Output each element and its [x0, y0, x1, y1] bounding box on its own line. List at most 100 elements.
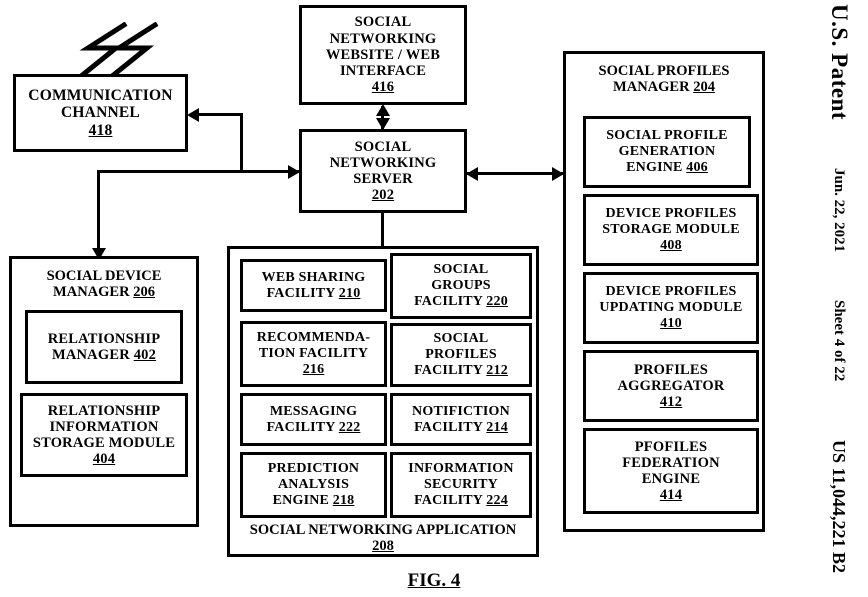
- arrow-down-to-server: [376, 118, 390, 130]
- infosec-line-1: INFORMATION: [408, 461, 514, 477]
- node-device-profiles-storage-module[interactable]: DEVICE PROFILES STORAGE MODULE 408: [583, 194, 759, 266]
- dpum-line-2: UPDATING MODULE: [599, 300, 743, 316]
- infosec-line-2: SECURITY: [424, 477, 498, 493]
- relationship-manager-line-2: MANAGER 402: [51, 347, 157, 363]
- website-line-3: WEBSITE / WEB: [325, 46, 441, 63]
- node-information-security-facility[interactable]: INFORMATION SECURITY FACILITY 224: [390, 452, 532, 518]
- relationship-storage-line-1: RELATIONSHIP: [47, 402, 161, 419]
- federation-line-2: FEDERATION: [622, 454, 720, 471]
- node-profiles-federation-engine[interactable]: PFOFILES FEDERATION ENGINE 414: [583, 428, 759, 514]
- social-profiles-ref: 212: [486, 362, 508, 378]
- relationship-manager-line-1: RELATIONSHIP: [47, 330, 161, 347]
- social-groups-line-3: FACILITY 220: [414, 293, 508, 309]
- notification-line-1: NOTIFICTION: [412, 403, 510, 419]
- node-social-groups-facility[interactable]: SOCIAL GROUPS FACILITY 220: [390, 253, 532, 319]
- social-device-manager-title: SOCIAL DEVICE MANAGER 206: [12, 268, 196, 300]
- federation-line-1: PFOFILES: [634, 438, 708, 455]
- dpsm-line-2: STORAGE MODULE: [602, 222, 740, 238]
- server-ref: 202: [371, 187, 395, 204]
- dpum-line-1: DEVICE PROFILES: [605, 284, 737, 300]
- figure-label: FIG. 4: [0, 570, 868, 592]
- server-line-2: NETWORKING: [329, 154, 437, 171]
- spge-line-3: ENGINE 406: [626, 159, 708, 175]
- connector-riser-to-channel: [240, 113, 243, 173]
- connector-server-application: [381, 212, 384, 248]
- node-social-networking-application[interactable]: WEB SHARING FACILITY 210 SOCIAL GROUPS F…: [227, 246, 539, 557]
- spge-line-2: GENERATION: [618, 144, 716, 160]
- communication-channel-line-2: CHANNEL: [61, 104, 140, 122]
- recommendation-line-1: RECOMMENDA-: [256, 330, 371, 346]
- node-prediction-analysis-engine[interactable]: PREDICTION ANALYSIS ENGINE 218: [240, 452, 387, 518]
- profiles-manager-ref: 204: [693, 79, 715, 96]
- connector-website-server: [381, 106, 384, 129]
- device-manager-title-line-2: MANAGER 206: [53, 284, 155, 301]
- messaging-ref: 222: [338, 419, 361, 435]
- recommendation-line-2: TION FACILITY: [258, 346, 369, 362]
- wireless-signal-icon: [76, 22, 159, 80]
- federation-line-3: ENGINE: [641, 471, 701, 487]
- arrow-up-to-website: [376, 104, 390, 116]
- connector-drop-to-device-manager: [97, 170, 100, 252]
- connector-trunk-horizontal: [97, 170, 299, 173]
- aggregator-ref: 412: [659, 394, 683, 411]
- connector-server-profiles-manager: [467, 172, 564, 175]
- device-manager-title-line-1: SOCIAL DEVICE: [46, 268, 162, 284]
- node-web-sharing-facility[interactable]: WEB SHARING FACILITY 210: [240, 259, 387, 312]
- infosec-line-3: FACILITY 224: [414, 492, 508, 508]
- node-notification-facility[interactable]: NOTIFICTION FACILITY 214: [390, 393, 532, 446]
- federation-ref: 414: [659, 487, 683, 504]
- prediction-line-3: ENGINE 218: [272, 492, 355, 508]
- aggregator-line-2: AGGREGATOR: [617, 377, 725, 394]
- node-social-networking-server[interactable]: SOCIAL NETWORKING SERVER 202: [299, 129, 467, 213]
- messaging-line-2: FACILITY 222: [266, 419, 361, 435]
- website-line-1: SOCIAL: [354, 14, 412, 31]
- arrow-left-into-channel: [187, 108, 199, 122]
- node-relationship-information-storage-module[interactable]: RELATIONSHIP INFORMATION STORAGE MODULE …: [20, 393, 188, 477]
- messaging-line-1: MESSAGING: [269, 403, 358, 419]
- device-manager-ref: 206: [133, 284, 155, 301]
- website-line-2: NETWORKING: [329, 30, 437, 47]
- node-device-profiles-updating-module[interactable]: DEVICE PROFILES UPDATING MODULE 410: [583, 272, 759, 344]
- infosec-ref: 224: [486, 492, 508, 508]
- website-line-4: INTERFACE: [339, 63, 427, 80]
- web-sharing-ref: 210: [338, 285, 361, 301]
- social-groups-line-1: SOCIAL: [433, 262, 489, 278]
- notification-ref: 214: [486, 419, 508, 435]
- website-ref: 416: [371, 79, 395, 96]
- arrow-left-to-server: [466, 167, 478, 181]
- prediction-line-2: ANALYSIS: [277, 477, 350, 493]
- spge-ref: 406: [686, 159, 708, 175]
- node-social-profiles-manager[interactable]: SOCIAL PROFILES MANAGER 204 SOCIAL PROFI…: [563, 51, 765, 532]
- node-relationship-manager[interactable]: RELATIONSHIP MANAGER 402: [25, 310, 183, 384]
- social-groups-line-2: GROUPS: [431, 278, 491, 294]
- patent-header-left: U.S. Patent: [827, 4, 852, 121]
- dpum-ref: 410: [660, 315, 682, 331]
- spge-line-1: SOCIAL PROFILE: [606, 128, 728, 144]
- relationship-storage-line-3: STORAGE MODULE: [32, 435, 176, 451]
- dpsm-ref: 408: [660, 237, 682, 253]
- node-profiles-aggregator[interactable]: PROFILES AGGREGATOR 412: [583, 350, 759, 422]
- web-sharing-line-1: WEB SHARING: [261, 269, 366, 285]
- node-social-profile-generation-engine[interactable]: SOCIAL PROFILE GENERATION ENGINE 406: [583, 116, 751, 188]
- relationship-manager-ref: 402: [133, 347, 157, 363]
- arrow-right-to-profiles-manager: [552, 167, 564, 181]
- node-social-networking-website[interactable]: SOCIAL NETWORKING WEBSITE / WEB INTERFAC…: [299, 5, 467, 105]
- profiles-manager-title-line-1: SOCIAL PROFILES: [598, 63, 730, 79]
- aggregator-line-1: PROFILES: [633, 361, 709, 378]
- social-profiles-line-2: PROFILES: [425, 347, 497, 363]
- relationship-storage-ref: 404: [92, 451, 116, 468]
- notification-line-2: FACILITY 214: [414, 419, 508, 435]
- node-social-device-manager[interactable]: SOCIAL DEVICE MANAGER 206 RELATIONSHIP M…: [9, 256, 199, 527]
- social-profiles-line-1: SOCIAL: [433, 331, 489, 347]
- prediction-ref: 218: [332, 492, 355, 508]
- profiles-manager-title-line-2: MANAGER 204: [613, 79, 715, 96]
- patent-sheet-number: Sheet 4 of 22: [831, 300, 847, 382]
- social-profiles-manager-title: SOCIAL PROFILES MANAGER 204: [566, 63, 762, 95]
- node-social-profiles-facility[interactable]: SOCIAL PROFILES FACILITY 212: [390, 323, 532, 387]
- node-recommendation-facility[interactable]: RECOMMENDA- TION FACILITY 216: [240, 321, 387, 387]
- node-communication-channel[interactable]: COMMUNICATION CHANNEL 418: [13, 74, 188, 152]
- communication-channel-ref: 418: [88, 121, 113, 139]
- patent-number: US 11,044,221 B2: [829, 440, 849, 574]
- node-messaging-facility[interactable]: MESSAGING FACILITY 222: [240, 393, 387, 446]
